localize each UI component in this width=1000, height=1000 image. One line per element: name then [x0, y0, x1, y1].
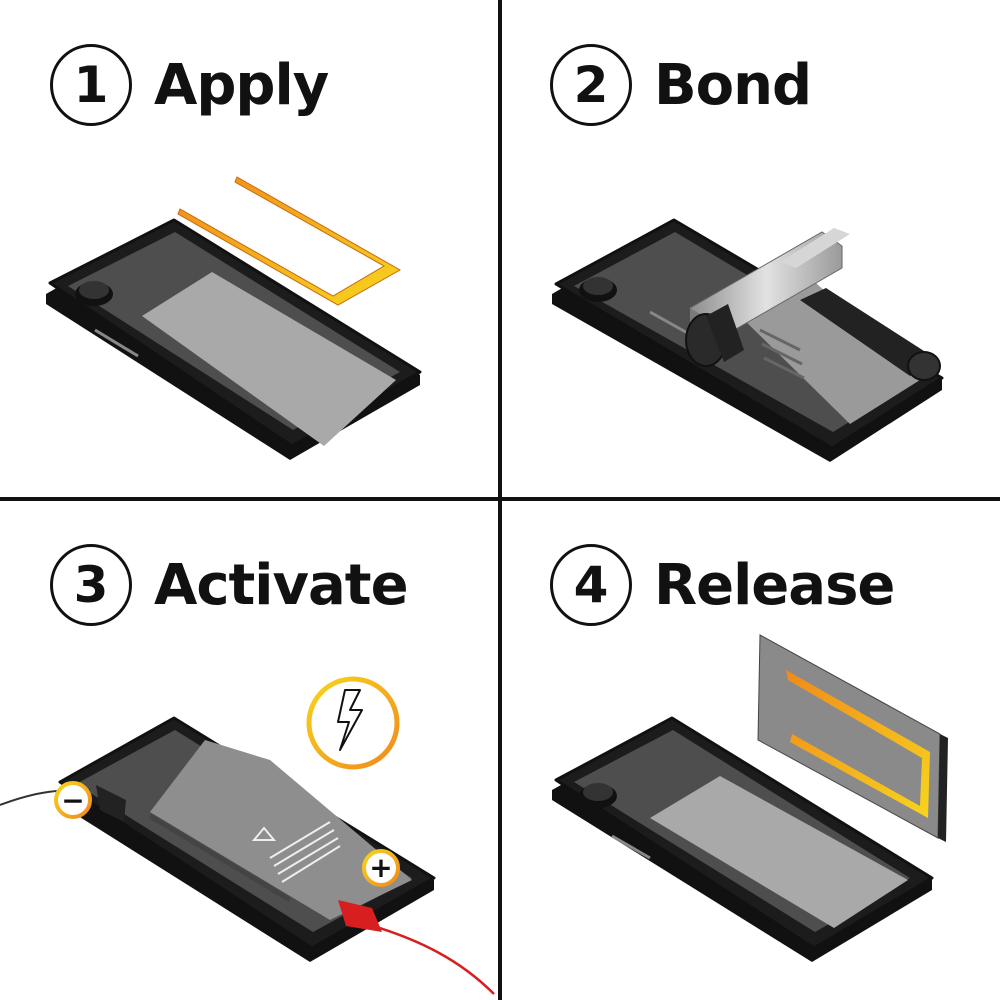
smartphone-icon	[552, 716, 934, 962]
activate-illustration: − +	[0, 676, 495, 995]
step-title-bond: Bond	[654, 52, 812, 118]
release-plate-icon	[757, 634, 948, 842]
smartphone-icon	[552, 218, 944, 462]
bond-illustration	[552, 218, 944, 462]
alligator-clip-icon	[338, 900, 495, 995]
step-panel-bond: 2 Bond	[500, 0, 1000, 500]
smartphone-icon	[56, 716, 436, 962]
step-number-3: 3	[50, 544, 132, 626]
step-header-release: 4 Release	[550, 540, 895, 630]
step-number-1: 1	[50, 44, 132, 126]
negative-terminal: −	[54, 781, 92, 819]
positive-terminal: +	[362, 849, 400, 887]
lightning-bolt-icon	[306, 676, 400, 770]
step-number-2: 2	[550, 44, 632, 126]
step-title-apply: Apply	[154, 52, 329, 118]
apply-illustration	[46, 176, 422, 460]
step-header-apply: 1 Apply	[50, 40, 329, 130]
step-title-activate: Activate	[154, 552, 409, 618]
smartphone-icon	[46, 218, 422, 460]
label-stripes	[269, 821, 341, 883]
step-panel-activate: − + 3 Activate	[0, 500, 500, 1000]
step-panel-release: 4 Release	[500, 500, 1000, 1000]
step-header-bond: 2 Bond	[550, 40, 812, 130]
release-illustration	[552, 634, 948, 962]
step-number-4: 4	[550, 544, 632, 626]
step-title-release: Release	[654, 552, 895, 618]
positive-terminal-label: +	[369, 851, 392, 884]
step-panel-apply: 1 Apply	[0, 0, 500, 500]
negative-terminal-label: −	[61, 784, 84, 817]
warning-triangle-icon	[251, 826, 277, 841]
horizontal-divider	[0, 497, 1000, 501]
roller-press-icon	[685, 228, 941, 381]
adhesive-strip-icon	[177, 176, 402, 306]
step-header-activate: 3 Activate	[50, 540, 409, 630]
